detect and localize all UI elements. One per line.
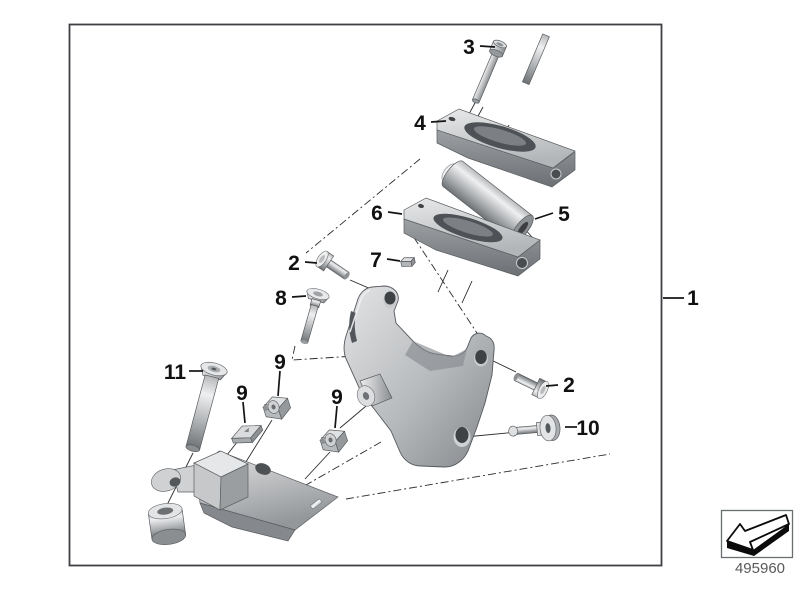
callout-1: 1 <box>687 287 699 310</box>
exploded-view-arrow-icon <box>726 514 790 556</box>
footer-logo: 495960 <box>720 509 794 577</box>
part-3-socket-bolt <box>472 33 550 104</box>
callout-9c: 9 <box>331 386 343 409</box>
part-4-upper-clamp <box>436 108 576 188</box>
part-6-lower-clamp <box>403 197 541 277</box>
callout-4: 4 <box>414 112 426 135</box>
callout-10: 10 <box>576 417 599 440</box>
callout-leader-lines <box>189 45 684 429</box>
callout-11: 11 <box>164 361 187 384</box>
callout-9a: 9 <box>236 382 248 405</box>
part-8-flange-screw <box>300 288 330 345</box>
lower-bracket-plate <box>151 450 339 542</box>
callout-9b: 9 <box>274 351 286 374</box>
part-2-screw-upper <box>315 250 350 280</box>
callout-8: 8 <box>275 287 287 310</box>
spacer-bushing <box>147 503 187 546</box>
part-2-screw-right <box>513 372 549 400</box>
part-9-clip-a <box>230 424 264 444</box>
part-7-nut <box>399 256 416 268</box>
callout-2a: 2 <box>288 252 300 275</box>
part-11-torx-bolt <box>185 361 228 452</box>
part-10-rivet <box>508 414 561 442</box>
callout-6: 6 <box>371 202 383 225</box>
callout-5: 5 <box>558 203 570 226</box>
part-9-clip-c <box>319 429 348 453</box>
part-9-clip-b <box>262 396 291 420</box>
part-number: 495960 <box>735 560 785 577</box>
main-bracket <box>343 285 495 468</box>
callout-7: 7 <box>370 249 382 272</box>
callout-3: 3 <box>463 36 475 59</box>
callout-2b: 2 <box>563 374 575 397</box>
